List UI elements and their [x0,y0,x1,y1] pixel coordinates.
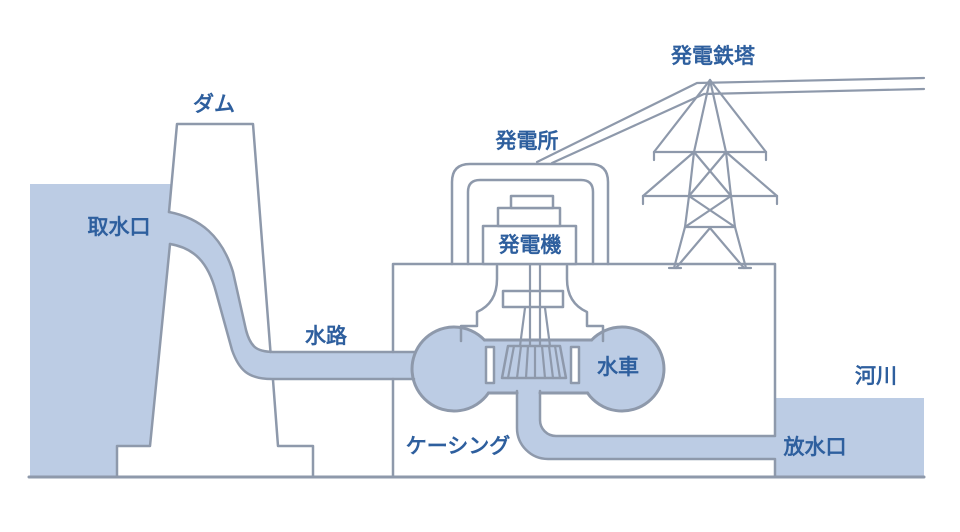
label-dam: ダム [193,92,235,116]
label-waterway: 水路 [305,324,348,348]
wicket-gate-left [484,345,496,385]
generator-box-small [509,194,555,210]
label-outlet: 放水口 [783,435,847,459]
label-powerhouse: 発電所 [495,130,559,153]
draft-tube-outline [515,389,776,461]
generator-box-large [481,224,578,266]
draft-tube-water [517,392,776,459]
turbine-internals [459,262,605,385]
bearing-block [501,289,565,309]
head-cover-left [459,264,499,343]
head-cover-right [565,264,605,343]
casing-outline [410,325,666,413]
power-lines [535,76,926,165]
labels: ダム 取水口 水路 発電所 発電機 発電鉄塔 水車 ケーシング 放水口 河川 [88,44,898,459]
water-fills [30,184,924,477]
reservoir-and-penstock-water [30,184,420,477]
river-water [775,398,924,477]
transmission-tower [641,78,779,270]
casing-band [454,340,622,393]
runner-blades [506,344,562,380]
generator-box-mid [496,206,562,228]
powerhouse-building [391,262,777,479]
label-turbine: 水車 [597,356,639,379]
generator-stack [481,194,578,266]
label-river: 河川 [855,365,897,388]
label-casing: ケーシング [406,434,511,458]
penstock-outline [167,210,417,381]
label-tower: 発電鉄塔 [670,44,756,68]
label-intake: 取水口 [88,216,151,239]
powerhouse-enclosure [450,162,610,266]
dam-outline [115,122,315,479]
turbine-shaft [518,262,552,348]
label-generator: 発電機 [498,233,562,257]
wicket-gate-right [569,345,581,385]
